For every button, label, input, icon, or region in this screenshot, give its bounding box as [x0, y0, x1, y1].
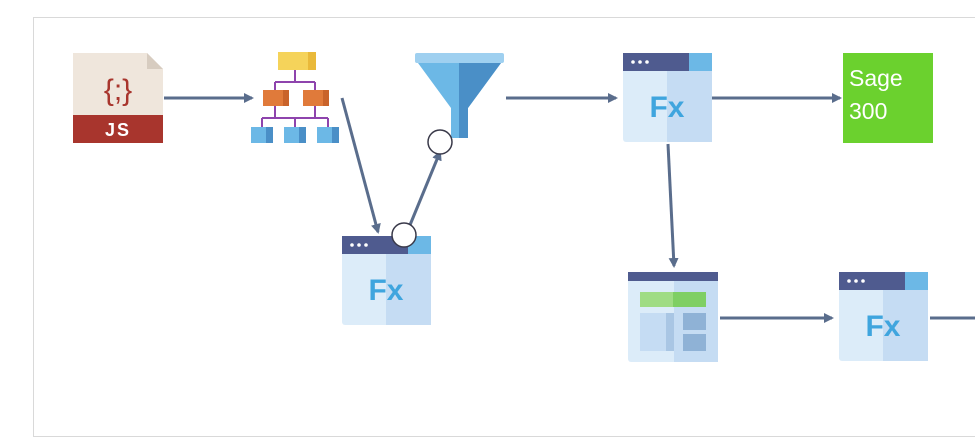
function-window-icon[interactable]: Fx	[839, 272, 928, 361]
flow-diagram: {;} JS	[73, 52, 975, 362]
fx-label: Fx	[649, 91, 684, 124]
table-layout-icon[interactable]	[628, 272, 718, 362]
fx-label: Fx	[368, 274, 403, 307]
sage-label-line2: 300	[849, 98, 887, 124]
arrow-fx1-to-filter	[408, 150, 442, 226]
fx-label: Fx	[865, 310, 900, 343]
connectors	[164, 93, 975, 323]
connection-port[interactable]	[427, 129, 453, 155]
hierarchy-tree-icon[interactable]	[251, 52, 339, 143]
javascript-file-icon[interactable]: {;} JS	[73, 53, 163, 143]
sage-label-line1: Sage	[849, 65, 903, 91]
js-label: JS	[105, 120, 131, 140]
connection-port[interactable]	[391, 222, 417, 248]
arrow-hierarchy-to-fx1	[340, 97, 381, 234]
sage-300-icon[interactable]: Sage 300	[843, 53, 933, 143]
filter-funnel-icon[interactable]	[415, 53, 504, 138]
js-glyph: {;}	[104, 74, 132, 107]
canvas-frame	[33, 17, 975, 437]
arrow-fx2-to-table	[666, 143, 679, 268]
function-window-icon[interactable]: Fx	[623, 53, 712, 142]
function-window-icon[interactable]: Fx	[342, 236, 431, 325]
